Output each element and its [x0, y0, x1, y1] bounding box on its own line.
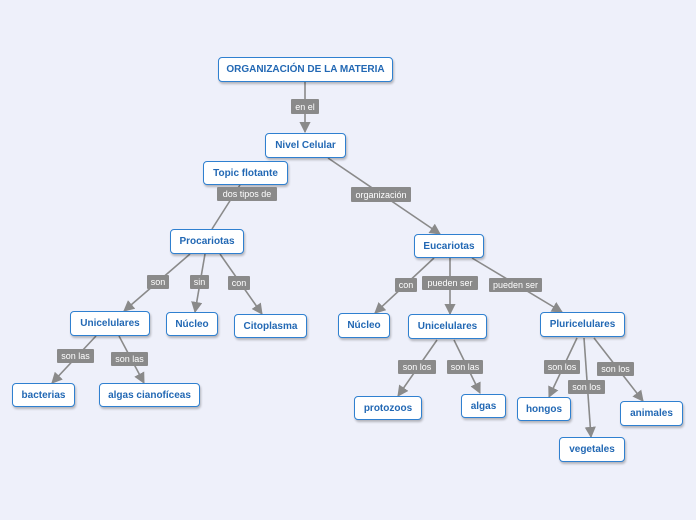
node-eucariotas[interactable]: Eucariotas [414, 234, 484, 258]
node-hongos[interactable]: hongos [517, 397, 571, 421]
node-unicelulares-eucariotas[interactable]: Unicelulares [408, 314, 487, 339]
node-pluricelulares[interactable]: Pluricelulares [540, 312, 625, 337]
label-son: son [147, 275, 169, 289]
node-protozoos[interactable]: protozoos [354, 396, 422, 420]
node-organizacion-materia[interactable]: ORGANIZACIÓN DE LA MATERIA [218, 57, 393, 82]
label-son-los-protozoos: son los [398, 360, 436, 374]
label-son-las-algas: son las [447, 360, 483, 374]
node-animales[interactable]: animales [620, 401, 683, 426]
node-nucleo-procariotas[interactable]: Núcleo [166, 312, 218, 336]
node-procariotas[interactable]: Procariotas [170, 229, 244, 254]
label-pueden-ser-unicelulares: pueden ser [422, 276, 478, 290]
label-pueden-ser-pluricelulares: pueden ser [489, 278, 542, 292]
node-nucleo-eucariotas[interactable]: Núcleo [338, 313, 390, 338]
node-nivel-celular[interactable]: Nivel Celular [265, 133, 346, 158]
node-citoplasma[interactable]: Citoplasma [234, 314, 307, 338]
node-topic-flotante[interactable]: Topic flotante [203, 161, 288, 185]
node-bacterias[interactable]: bacterias [12, 383, 75, 407]
node-algas-cianoficeas[interactable]: algas cianofíceas [99, 383, 200, 407]
label-son-las-bacterias: son las [57, 349, 94, 363]
label-son-los-hongos: son los [544, 360, 580, 374]
label-con-procariotas: con [228, 276, 250, 290]
label-dos-tipos-de: dos tipos de [217, 187, 277, 201]
label-son-los-animales: son los [597, 362, 634, 376]
label-son-los-vegetales: son los [568, 380, 605, 394]
label-sin: sin [190, 275, 209, 289]
label-son-las-algas-cianoficeas: son las [111, 352, 148, 366]
label-organizacion: organización [351, 187, 411, 202]
label-con-eucariotas: con [395, 278, 417, 292]
node-algas[interactable]: algas [461, 394, 506, 418]
node-vegetales[interactable]: vegetales [559, 437, 625, 462]
node-unicelulares-procariotas[interactable]: Unicelulares [70, 311, 150, 336]
label-en-el: en el [291, 99, 319, 114]
